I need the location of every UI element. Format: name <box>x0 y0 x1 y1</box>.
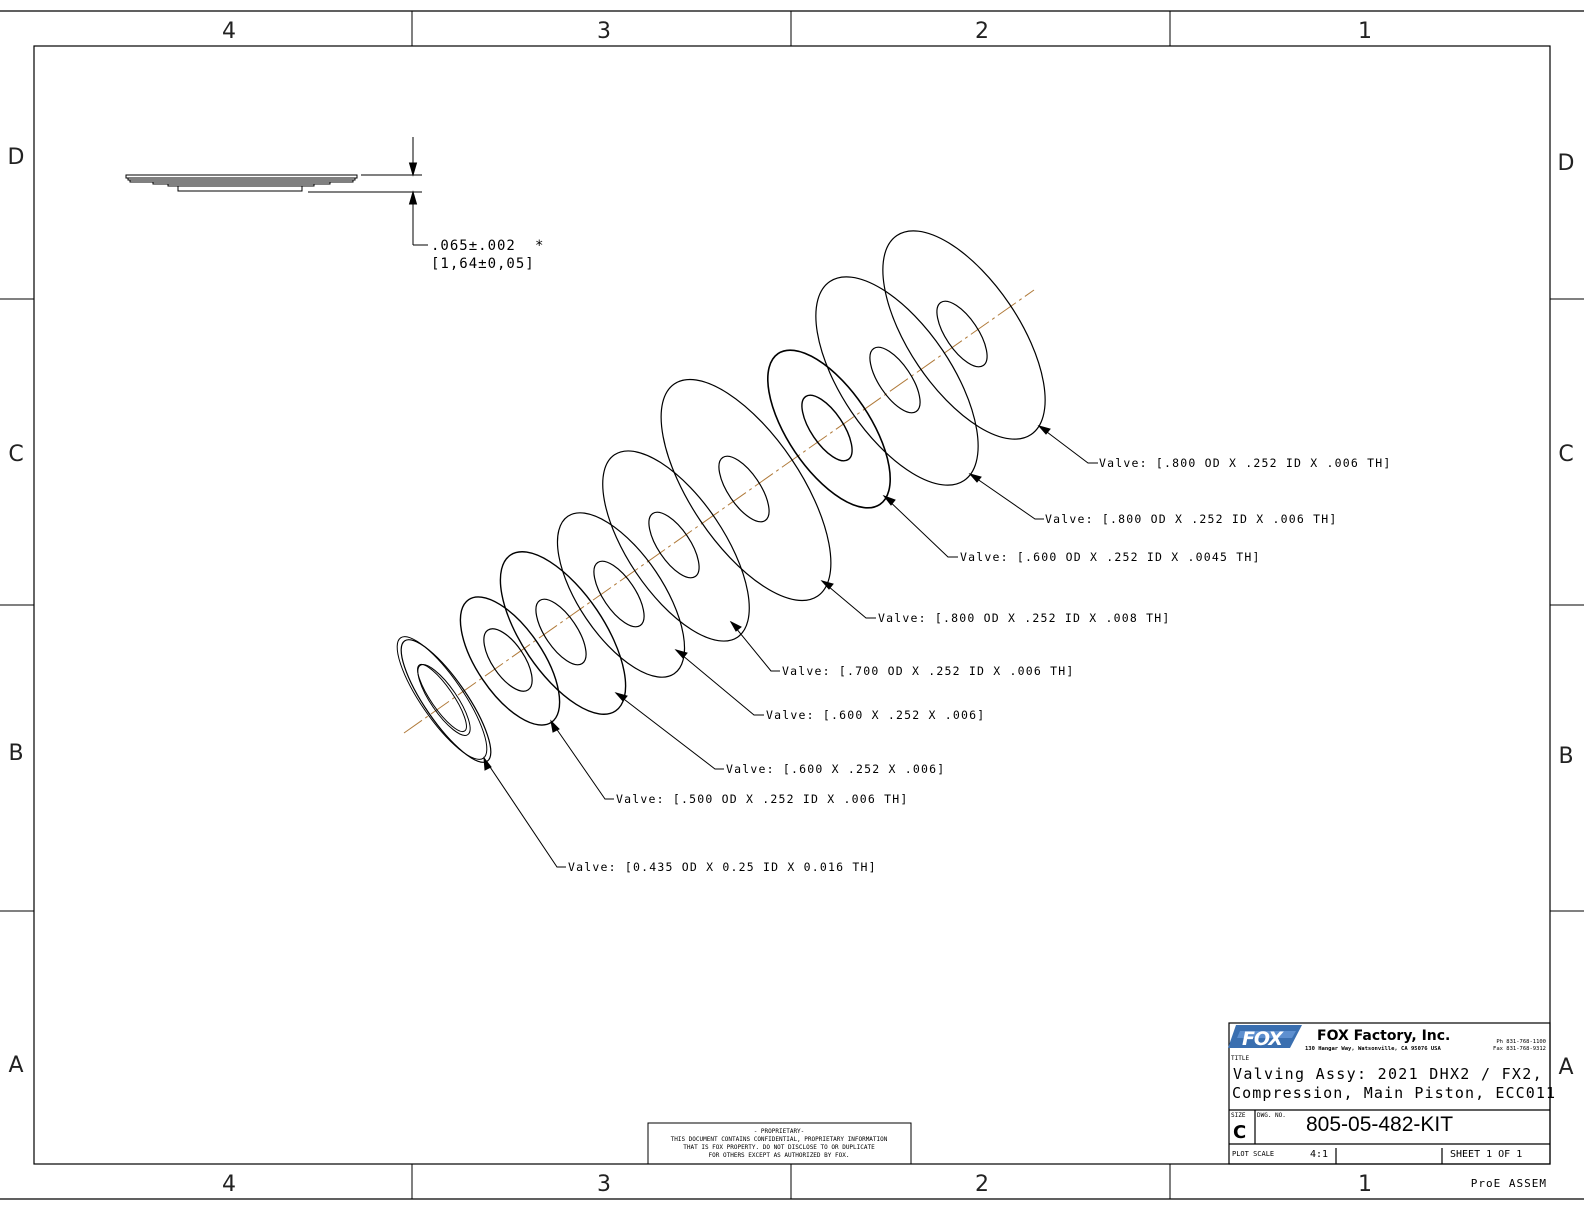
valve-callout: Valve: [.800 OD X .252 ID X .006 TH] <box>1099 456 1391 470</box>
valve-callout: Valve: [.800 OD X .252 ID X .008 TH] <box>878 611 1170 625</box>
plot-scale-value: 4:1 <box>1310 1149 1328 1160</box>
zone-row-left: D <box>8 145 25 170</box>
drawing-title-line1: Valving Assy: 2021 DHX2 / FX2, <box>1233 1065 1543 1083</box>
valve-callout: Valve: [.600 X .252 X .006] <box>726 762 945 776</box>
height-dimension <box>308 137 428 246</box>
proprietary-line: THAT IS FOX PROPERTY. DO NOT DISCLOSE TO… <box>683 1144 875 1151</box>
drawing-title-line2: Compression, Main Piston, ECC011 <box>1232 1084 1556 1102</box>
drawing-frame <box>0 10 1584 1200</box>
dwg-no-label: DWG. NO. <box>1257 1112 1286 1119</box>
stack-centerline <box>403 289 1035 734</box>
title-label: TITLE <box>1231 1055 1249 1062</box>
callout-labels: Valve: [.800 OD X .252 ID X .006 TH] Val… <box>568 456 1391 874</box>
company-phone: Ph 831-768-1100 <box>1496 1039 1546 1045</box>
sheet-number: SHEET 1 OF 1 <box>1450 1149 1522 1160</box>
zone-col-bottom: 1 <box>1358 1172 1372 1197</box>
size-label: SIZE <box>1231 1112 1246 1119</box>
dimension-value: .065±.002 <box>431 238 516 254</box>
drawing-number: 805-05-482-KIT <box>1306 1113 1453 1136</box>
zone-row-left: B <box>8 741 23 766</box>
zone-col-top: 4 <box>222 19 236 44</box>
valve-shim <box>499 551 627 715</box>
zone-row-left: A <box>8 1053 23 1078</box>
zone-row-right: D <box>1558 151 1575 176</box>
valve-shim <box>556 512 686 678</box>
title-block: FOX FOX Factory, Inc. 130 Hangar Way, Wa… <box>1228 1022 1556 1165</box>
fox-logo: FOX <box>1228 1025 1302 1050</box>
valve-shims <box>396 230 1046 763</box>
zone-col-bottom: 2 <box>975 1172 989 1197</box>
valve-callout: Valve: [.600 X .252 X .006] <box>766 708 985 722</box>
zone-col-top: 1 <box>1358 19 1372 44</box>
stack-side-view <box>125 174 358 192</box>
leader-lines <box>483 425 1098 868</box>
proprietary-line: FOR OTHERS EXCEPT AS AUTHORIZED BY FOX. <box>709 1152 850 1159</box>
proprietary-line: THIS DOCUMENT CONTAINS CONFIDENTIAL, PRO… <box>671 1136 888 1143</box>
dimension-metric: [1,64±0,05] <box>431 256 535 272</box>
zone-row-right: A <box>1558 1055 1573 1080</box>
zone-col-top: 2 <box>975 19 989 44</box>
company-fax: Fax 831-768-9312 <box>1493 1046 1546 1052</box>
zone-row-right: B <box>1558 744 1573 769</box>
valve-shim <box>602 450 750 642</box>
dimension-marker: * <box>535 238 544 254</box>
valve-shim <box>660 378 832 602</box>
valve-callout: Valve: [.800 OD X .252 ID X .006 TH] <box>1045 512 1337 526</box>
valve-callout: Valve: [.500 OD X .252 ID X .006 TH] <box>616 792 908 806</box>
company-name: FOX Factory, Inc. <box>1317 1028 1450 1044</box>
company-address: 130 Hangar Way, Watsonville, CA 95076 US… <box>1305 1046 1441 1052</box>
zone-col-top: 3 <box>597 19 611 44</box>
zone-col-bottom: 3 <box>597 1172 611 1197</box>
valve-shim <box>882 230 1046 440</box>
valve-shim <box>815 276 979 486</box>
model-type: ProE ASSEM <box>1471 1177 1547 1190</box>
valve-shim <box>396 636 492 763</box>
proprietary-notice: - PROPRIETARY- THIS DOCUMENT CONTAINS CO… <box>647 1122 912 1165</box>
plot-scale-label: PLOT SCALE <box>1232 1150 1274 1158</box>
proprietary-heading: - PROPRIETARY- <box>754 1128 805 1135</box>
zone-labels: 4 3 2 1 4 3 2 1 D C B A D C B A <box>8 19 1575 1197</box>
valve-shim <box>767 349 891 509</box>
logo-text: FOX <box>1242 1028 1284 1050</box>
zone-col-bottom: 4 <box>222 1172 236 1197</box>
valve-callout: Valve: [.700 OD X .252 ID X .006 TH] <box>782 664 1074 678</box>
zone-row-right: C <box>1558 442 1573 467</box>
valve-callout: Valve: [.600 OD X .252 ID X .0045 TH] <box>960 550 1261 564</box>
valve-callout: Valve: [0.435 OD X 0.25 ID X 0.016 TH] <box>568 860 877 874</box>
drawing-size: C <box>1233 1122 1246 1143</box>
zone-row-left: C <box>8 442 23 467</box>
